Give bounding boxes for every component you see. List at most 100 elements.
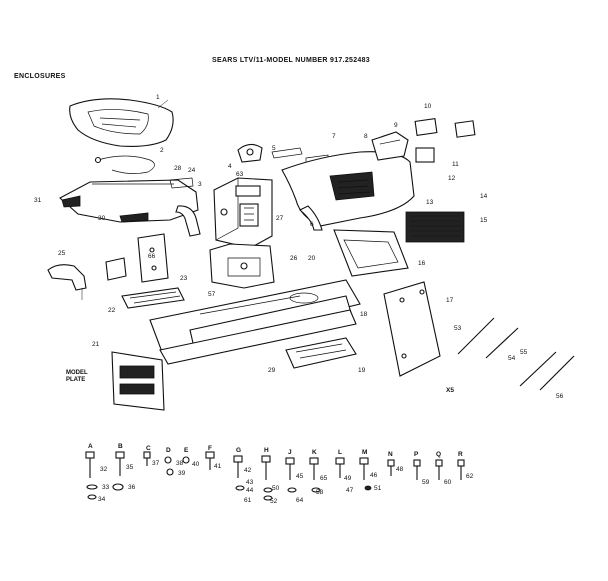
callout-41: 41 xyxy=(214,463,222,470)
fastener-m xyxy=(359,457,372,491)
svg-text:N: N xyxy=(388,451,393,458)
headlight-parts xyxy=(414,118,476,163)
fastener-c xyxy=(143,451,151,466)
svg-text:F: F xyxy=(208,445,212,452)
callout-6: 6 xyxy=(310,221,314,228)
fastener-n xyxy=(387,459,395,476)
fastener-r xyxy=(457,459,465,480)
fastener-row xyxy=(85,451,465,501)
callout-35: 35 xyxy=(126,464,134,471)
diagram-title: SEARS LTV/11-MODEL NUMBER 917.252483 xyxy=(212,57,370,64)
callout-40: 40 xyxy=(192,461,200,468)
callout-22: 22 xyxy=(108,307,116,314)
callout-17: 17 xyxy=(446,297,454,304)
callout-49: 49 xyxy=(344,475,352,482)
callout-45: 45 xyxy=(296,473,304,480)
fastener-letters: A B C D E F G H J K L M N P Q R xyxy=(88,443,463,458)
callout-63: 63 xyxy=(236,171,244,178)
callout-27: 27 xyxy=(276,215,284,222)
callout-57: 57 xyxy=(208,291,216,298)
fastener-b xyxy=(112,451,125,491)
fastener-k xyxy=(309,457,321,493)
steering-part xyxy=(237,143,263,163)
callout-12: 12 xyxy=(448,175,456,182)
callout-54: 54 xyxy=(508,355,516,362)
svg-text:Q: Q xyxy=(436,451,441,458)
svg-text:A: A xyxy=(88,443,93,450)
callout-32: 32 xyxy=(100,466,108,473)
callout-28: 28 xyxy=(174,165,182,172)
callout-38: 38 xyxy=(176,460,184,467)
svg-text:D: D xyxy=(166,447,171,454)
callout-26: 26 xyxy=(290,255,298,262)
callout-10: 10 xyxy=(424,103,432,110)
svg-text:M: M xyxy=(362,449,367,456)
axle-rods xyxy=(457,317,575,391)
callout-52: 52 xyxy=(270,498,278,505)
callout-5: 5 xyxy=(272,145,276,152)
callout-61: 61 xyxy=(244,497,252,504)
callout-39: 39 xyxy=(178,470,186,477)
callout-62: 62 xyxy=(466,473,474,480)
callout-20: 20 xyxy=(308,255,316,262)
fastener-j xyxy=(285,457,297,493)
callout-59: 59 xyxy=(422,479,430,486)
callout-18: 18 xyxy=(360,311,368,318)
callout-23: 23 xyxy=(180,275,188,282)
callout-9: 9 xyxy=(394,122,398,129)
wire-harness-part xyxy=(94,155,155,174)
callout-7: 7 xyxy=(332,133,336,140)
callout-51: 51 xyxy=(374,485,382,492)
callout-64: 64 xyxy=(296,497,304,504)
fastener-e xyxy=(182,456,190,464)
svg-text:E: E xyxy=(184,447,189,454)
fender-hood-part xyxy=(59,179,201,237)
footrest-part xyxy=(121,287,185,309)
svg-text:J: J xyxy=(288,449,292,456)
callout-50: 50 xyxy=(272,485,280,492)
dash-cover-part xyxy=(371,131,409,161)
svg-text:R: R xyxy=(458,451,463,458)
callout-16: 16 xyxy=(418,260,426,267)
callout-8: 8 xyxy=(364,133,368,140)
svg-text:L: L xyxy=(338,449,342,456)
fastener-h xyxy=(261,455,273,501)
callout-21: 21 xyxy=(92,341,100,348)
svg-text:P: P xyxy=(414,451,419,458)
callout-65: 65 xyxy=(320,475,328,482)
pedestal-part xyxy=(209,243,275,289)
callout-47: 47 xyxy=(346,487,354,494)
callout-3: 3 xyxy=(198,181,202,188)
callout-60: 60 xyxy=(444,479,452,486)
svg-text:G: G xyxy=(236,447,241,454)
callout-43: 43 xyxy=(246,479,254,486)
footplate-part xyxy=(285,337,357,369)
svg-text:C: C xyxy=(146,445,151,452)
model-plate-panel xyxy=(111,351,165,411)
bracket-part xyxy=(137,233,169,283)
callout-44: 44 xyxy=(246,487,254,494)
seat-part xyxy=(69,98,174,147)
x5-label: X5 xyxy=(446,387,454,394)
callout-4: 4 xyxy=(228,163,232,170)
callout-48: 48 xyxy=(396,466,404,473)
fastener-f xyxy=(205,451,215,470)
callout-31: 31 xyxy=(34,197,42,204)
callout-29: 29 xyxy=(268,367,276,374)
callout-11: 11 xyxy=(452,161,459,168)
fastener-p xyxy=(413,459,421,480)
callouts: 1 2 3 4 5 6 7 8 9 10 11 12 13 14 15 16 1… xyxy=(34,94,564,505)
callout-66: 66 xyxy=(148,253,156,260)
callout-55: 55 xyxy=(520,349,528,356)
bracket-25-part xyxy=(47,264,87,300)
side-panel-part xyxy=(383,281,441,377)
dash-tower-part xyxy=(213,177,273,249)
fastener-g xyxy=(233,455,245,491)
fastener-d xyxy=(164,456,174,476)
callout-13: 13 xyxy=(426,199,434,206)
svg-text:B: B xyxy=(118,443,123,450)
callout-25: 25 xyxy=(58,250,66,257)
callout-36: 36 xyxy=(128,484,136,491)
fastener-q xyxy=(435,459,443,480)
